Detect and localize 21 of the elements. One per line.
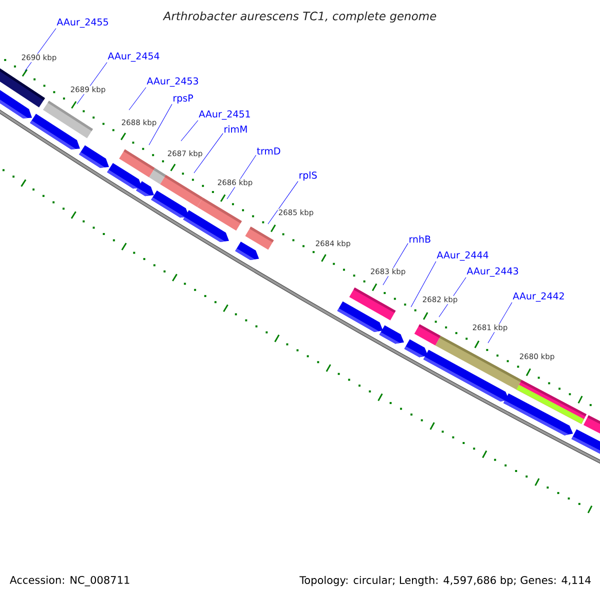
gene-label: AAur_2443 — [466, 267, 518, 277]
gene-label: rnhB — [410, 235, 430, 243]
leader-line — [194, 133, 224, 174]
footer-text: Topology: circular; Length: 4,597,686 bp; Genes: 4,114 — [300, 576, 591, 586]
leader-line — [148, 104, 172, 146]
gene-label: AAur_2454 — [108, 52, 160, 62]
gene-label: rplS — [300, 171, 317, 181]
leader-line — [180, 120, 198, 142]
leader-line — [268, 181, 298, 224]
gene-label: trmD — [256, 148, 280, 154]
gene-label: rimM — [224, 125, 247, 133]
gene-label: rpsP — [174, 94, 193, 104]
gene-label: AAur_2451 — [198, 110, 250, 120]
gene-label: AAur_2453 — [146, 77, 198, 87]
gene-label: AAur_2442 — [512, 292, 564, 302]
leader-line — [410, 261, 436, 308]
gene-label: AAur_2444 — [436, 251, 488, 261]
footer-text: Accession: NC_008711 — [10, 576, 130, 586]
gene-label: AAur_2455 — [56, 18, 108, 28]
leader-line — [128, 87, 146, 110]
title: Arthrobacter aurescens TC1, complete genome — [162, 11, 436, 23]
